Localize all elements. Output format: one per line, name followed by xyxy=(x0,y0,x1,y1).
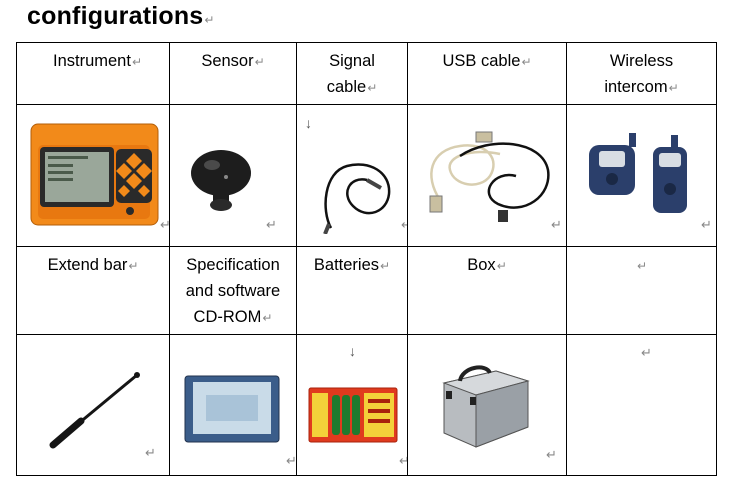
image-cell-sensor: ↵ xyxy=(169,104,297,247)
paragraph-mark: ↵ xyxy=(145,445,156,460)
image-cell-batteries: ↓ ↵ xyxy=(296,334,408,476)
cd-case-image xyxy=(184,375,280,443)
table-row: Extend bar↵ Specification and software C… xyxy=(16,246,717,335)
configurations-table: Instrument↵ Sensor↵ Signal cable↵ USB ca… xyxy=(16,42,717,476)
paragraph-mark: ↵ xyxy=(266,217,277,232)
header-label: Extend bar xyxy=(47,256,128,274)
header-cell-specification-cd: Specification and software CD-ROM↵ xyxy=(169,246,297,335)
image-cell-empty: ↵ xyxy=(566,334,717,476)
paragraph-mark: ↵ xyxy=(286,453,297,468)
header-label: Sensor xyxy=(201,52,254,70)
header-cell-wireless-intercom: Wireless intercom↵ xyxy=(566,42,717,105)
batteries-image xyxy=(308,387,398,443)
extend-bar-image xyxy=(49,372,140,449)
table-row: Instrument↵ Sensor↵ Signal cable↵ USB ca… xyxy=(16,42,717,105)
paragraph-mark: ↵ xyxy=(401,217,407,233)
image-cell-box: ↵ xyxy=(407,334,567,476)
down-arrow-icon: ↓ xyxy=(305,115,312,131)
paragraph-mark: ↵ xyxy=(641,345,652,360)
header-label: Wireless xyxy=(609,52,674,70)
signal-cable-image xyxy=(323,163,391,234)
header-label: Specification xyxy=(186,256,280,274)
header-cell-box: Box↵ xyxy=(407,246,567,335)
instrument-image xyxy=(30,123,159,226)
header-cell-instrument: Instrument↵ xyxy=(16,42,170,105)
header-label: Batteries xyxy=(313,256,380,274)
usb-cable-image xyxy=(429,131,550,222)
paragraph-mark: ↵ xyxy=(551,217,562,232)
image-cell-extend-bar: ↵ xyxy=(16,334,170,476)
header-label: Signal xyxy=(329,52,375,70)
header-cell-signal-cable: Signal cable↵ xyxy=(296,42,408,105)
table-row: ↵ ↵ ↓ ↵ xyxy=(16,104,717,247)
header-label: intercom xyxy=(604,78,668,96)
image-cell-signal-cable: ↓ ↵ xyxy=(296,104,408,247)
header-label: Instrument xyxy=(53,52,131,70)
header-cell-usb-cable: USB cable↵ xyxy=(407,42,567,105)
header-label: cable xyxy=(326,78,367,96)
paragraph-mark: ↵ xyxy=(204,13,215,27)
page-title: configurations↵ xyxy=(27,2,215,30)
wireless-intercom-image xyxy=(589,133,687,213)
image-cell-specification-cd: ↵ xyxy=(169,334,297,476)
header-cell-empty: ↵ xyxy=(566,246,717,335)
image-cell-wireless-intercom: ↵ xyxy=(566,104,717,247)
header-label: CD-ROM xyxy=(193,308,262,326)
header-cell-extend-bar: Extend bar↵ xyxy=(16,246,170,335)
down-arrow-icon: ↓ xyxy=(349,343,356,359)
image-cell-instrument: ↵ xyxy=(16,104,170,247)
paragraph-mark: ↵ xyxy=(160,217,169,233)
header-label: and software xyxy=(185,282,281,300)
paragraph-mark: ↵ xyxy=(399,453,407,469)
sensor-image xyxy=(191,150,251,211)
paragraph-mark: ↵ xyxy=(701,217,712,232)
header-cell-sensor: Sensor↵ xyxy=(169,42,297,105)
table-row: ↵ ↵ ↓ ↵ xyxy=(16,334,717,476)
image-cell-usb-cable: ↵ xyxy=(407,104,567,247)
header-label: Box xyxy=(467,256,496,274)
header-cell-batteries: Batteries↵ xyxy=(296,246,408,335)
header-label: USB cable xyxy=(442,52,521,70)
aluminum-box-image xyxy=(442,365,530,448)
paragraph-mark: ↵ xyxy=(546,447,557,462)
